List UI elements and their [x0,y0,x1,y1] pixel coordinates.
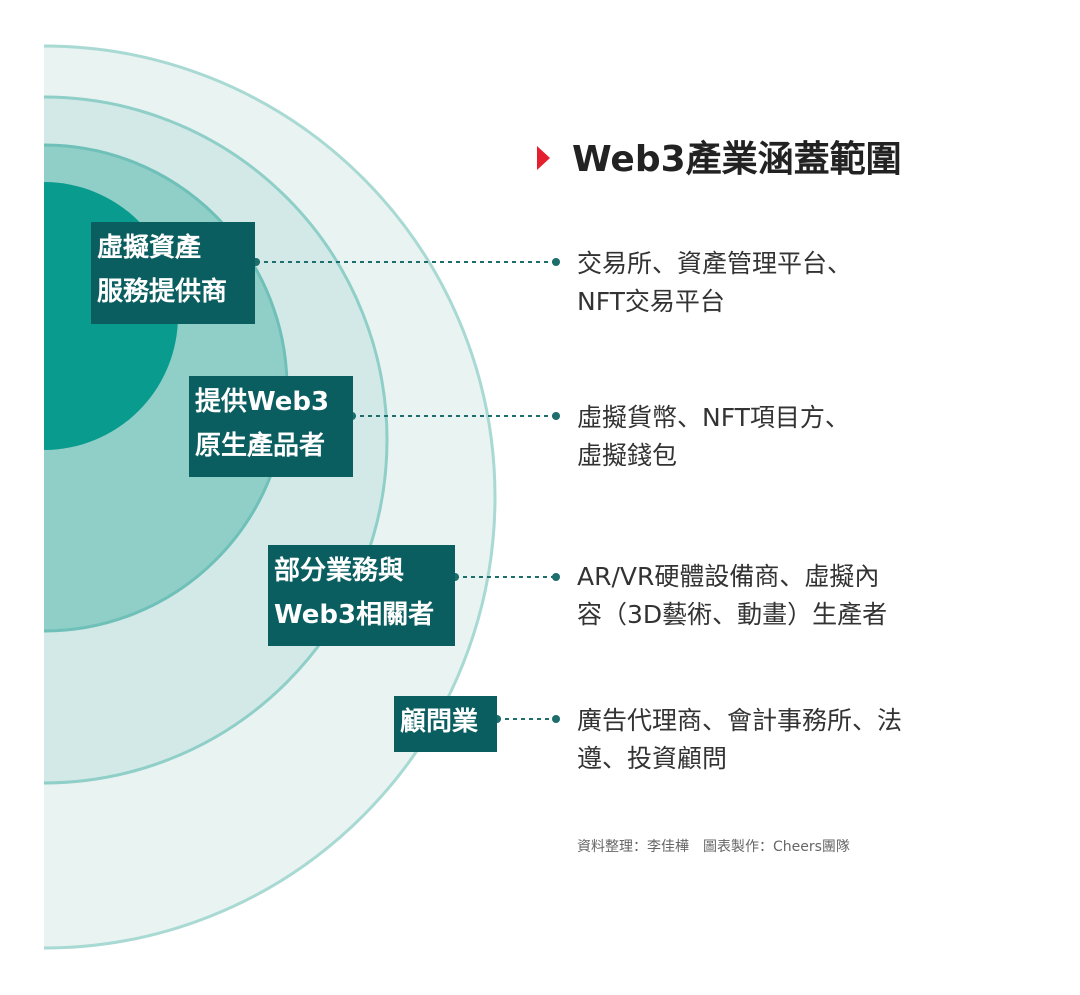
source-credit: 資料整理：李佳樺 圖表製作：Cheers團隊 [577,839,850,855]
tier-label-line: Web3相關者 [274,600,435,630]
tier-desc-web3-native: 虛擬貨幣、NFT項目方、 虛擬錢包 [577,399,850,475]
connector-dot [552,715,560,723]
tier-desc-line: 交易所、資產管理平台、 [577,249,853,278]
tier-label-web3-native: 提供Web3 原生產品者 [189,376,353,477]
connector-dot [552,412,560,420]
tier-desc-line: AR/VR硬體設備商、虛擬內 [577,562,880,591]
tier-desc-line: 遵、投資顧問 [577,744,728,773]
connector-dot [552,258,560,266]
tier-desc-consulting: 廣告代理商、會計事務所、法 遵、投資顧問 [577,702,902,778]
tier-label-line: 部分業務與 [274,556,405,586]
tier-desc-line: 虛擬錢包 [577,441,678,470]
tier-desc-partial-web3: AR/VR硬體設備商、虛擬內 容（3D藝術、動畫）生產者 [577,558,887,634]
connectors [256,261,556,720]
tier-label-consulting: 顧問業 [394,696,497,752]
connector-dot [552,573,560,581]
tier-desc-line: 容（3D藝術、動畫）生產者 [577,600,888,629]
tier-label-virtual-asset: 虛擬資產 服務提供商 [91,222,255,324]
tier-desc-line: NFT交易平台 [577,287,725,316]
tier-desc-virtual-asset: 交易所、資產管理平台、 NFT交易平台 [577,245,852,321]
tier-label-line: 顧問業 [400,707,479,737]
title-arrow-icon [537,146,550,170]
tier-desc-line: 虛擬貨幣、NFT項目方、 [577,403,850,432]
tier-label-line: 服務提供商 [97,277,228,307]
tier-label-partial-web3: 部分業務與 Web3相關者 [268,545,455,646]
diagram-title: Web3產業涵蓋範圍 [572,139,902,180]
tier-label-line: 提供Web3 [195,387,330,417]
tier-label-line: 原生產品者 [195,431,326,461]
tier-desc-line: 廣告代理商、會計事務所、法 [577,706,903,735]
tier-label-line: 虛擬資產 [97,233,202,263]
